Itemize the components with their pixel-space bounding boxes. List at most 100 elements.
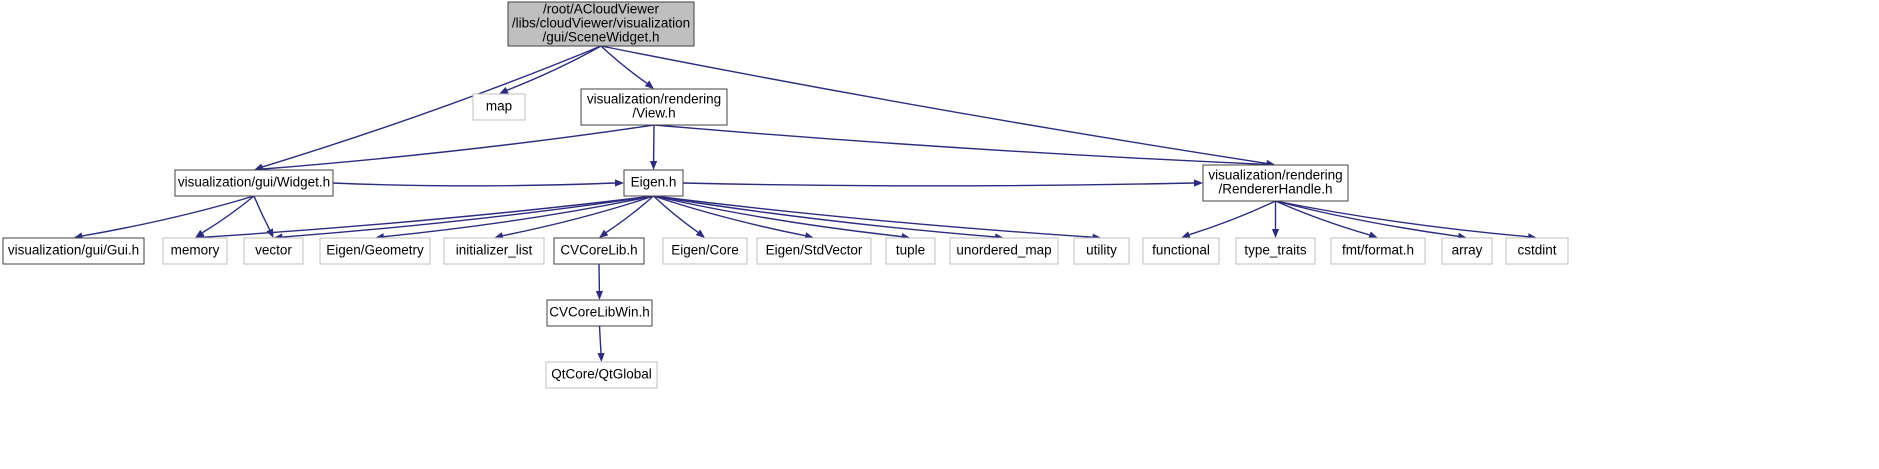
graph-edge	[502, 195, 654, 237]
edge-arrowhead	[595, 290, 603, 300]
graph-edge	[653, 124, 1267, 166]
node-label: Eigen/Core	[671, 243, 739, 258]
node-label: /RendererHandle.h	[1218, 182, 1332, 197]
node-label: vector	[255, 243, 292, 258]
graph-edge	[262, 124, 655, 170]
node-label: Eigen/Geometry	[326, 243, 424, 258]
graph-node-memory[interactable]: memory	[162, 237, 228, 265]
node-box	[1073, 237, 1130, 265]
graph-node-utility[interactable]: utility	[1073, 237, 1130, 265]
graph-edge	[1275, 200, 1459, 237]
node-box	[319, 237, 431, 265]
node-label: utility	[1086, 243, 1117, 258]
node-box	[949, 237, 1059, 265]
graph-node-eigen_geometry[interactable]: Eigen/Geometry	[319, 237, 431, 265]
edge-arrowhead	[597, 352, 605, 362]
node-box	[885, 237, 936, 265]
node-box	[545, 361, 658, 389]
edge-arrowhead	[695, 229, 705, 238]
graph-edge	[600, 45, 648, 84]
graph-node-tuple[interactable]: tuple	[885, 237, 936, 265]
edge-arrowhead	[1271, 229, 1280, 238]
node-label: tuple	[896, 243, 925, 258]
node-label: unordered_map	[956, 243, 1051, 258]
graph-edge	[605, 195, 654, 234]
node-label: Eigen.h	[631, 175, 677, 190]
graph-node-cvcorelib[interactable]: CVCoreLib.h	[553, 237, 645, 265]
edge-arrowhead	[499, 86, 509, 94]
graph-node-type_traits[interactable]: type_traits	[1235, 237, 1316, 265]
graph-node-view[interactable]: visualization/rendering/View.h	[580, 88, 728, 126]
node-box	[2, 237, 145, 265]
graph-node-map[interactable]: map	[472, 93, 526, 121]
graph-node-vector[interactable]: vector	[243, 237, 304, 265]
edge-arrowhead	[599, 229, 609, 238]
node-box	[1330, 237, 1426, 265]
node-label: array	[1452, 243, 1483, 258]
graph-edge	[201, 195, 255, 234]
graph-node-functional[interactable]: functional	[1142, 237, 1220, 265]
graph-edge	[82, 195, 255, 237]
graph-node-eigen_core[interactable]: Eigen/Core	[662, 237, 748, 265]
node-label: visualization/rendering	[1208, 168, 1342, 183]
graph-node-array[interactable]: array	[1441, 237, 1493, 265]
edge-arrowhead	[1194, 179, 1203, 187]
graph-edge	[600, 45, 1267, 165]
graph-edge	[332, 182, 616, 187]
graph-edge	[598, 325, 602, 354]
node-box	[162, 237, 228, 265]
node-box	[553, 237, 645, 265]
graph-node-rendererhandle[interactable]: visualization/rendering/RendererHandle.h	[1202, 164, 1349, 202]
graph-edge	[682, 182, 1195, 187]
graph-edge	[653, 195, 1093, 238]
graph-edge	[653, 195, 806, 237]
node-label: Eigen/StdVector	[766, 243, 863, 258]
node-box	[580, 88, 728, 126]
graph-node-qtglobal[interactable]: QtCore/QtGlobal	[545, 361, 658, 389]
graph-node-cstdint[interactable]: cstdint	[1505, 237, 1569, 265]
node-layer: /root/ACloudViewer/libs/cloudViewer/visu…	[2, 1, 1569, 389]
graph-edge	[506, 45, 602, 91]
graph-node-cvcorelibwin[interactable]: CVCoreLibWin.h	[546, 299, 653, 327]
graph-node-initializer_list[interactable]: initializer_list	[443, 237, 545, 265]
edge-arrowhead	[804, 232, 814, 240]
edge-arrowhead	[644, 80, 654, 89]
node-label: /root/ACloudViewer	[543, 2, 660, 17]
graph-edge	[1275, 200, 1370, 236]
node-box	[243, 237, 304, 265]
node-label: functional	[1152, 243, 1210, 258]
node-label: visualization/gui/Widget.h	[178, 175, 330, 190]
graph-node-fmt_format[interactable]: fmt/format.h	[1330, 237, 1426, 265]
node-label: QtCore/QtGlobal	[551, 367, 652, 382]
node-label: visualization/gui/Gui.h	[8, 243, 139, 258]
node-box	[1441, 237, 1493, 265]
edge-arrowhead	[1368, 231, 1378, 239]
node-box	[756, 237, 872, 265]
graph-edge	[653, 195, 996, 238]
graph-edge	[653, 195, 699, 233]
node-label: initializer_list	[456, 243, 533, 258]
node-label: CVCoreLibWin.h	[549, 305, 650, 320]
graph-edge	[383, 195, 654, 238]
graph-node-unordered_map[interactable]: unordered_map	[949, 237, 1059, 265]
graph-node-eigen_stdvector[interactable]: Eigen/StdVector	[756, 237, 872, 265]
node-box	[546, 299, 653, 327]
edge-layer	[73, 45, 1537, 362]
graph-edge	[282, 195, 654, 238]
node-label: /View.h	[632, 106, 675, 121]
graph-node-eigen[interactable]: Eigen.h	[623, 169, 684, 197]
graph-node-widget[interactable]: visualization/gui/Widget.h	[174, 169, 334, 197]
node-box	[1142, 237, 1220, 265]
node-box	[1505, 237, 1569, 265]
node-box	[1202, 164, 1349, 202]
node-box	[662, 237, 748, 265]
node-box	[1235, 237, 1316, 265]
node-label: type_traits	[1244, 243, 1307, 258]
graph-edge	[1189, 200, 1276, 236]
graph-node-gui[interactable]: visualization/gui/Gui.h	[2, 237, 145, 265]
graph-node-scenewidget[interactable]: /root/ACloudViewer/libs/cloudViewer/visu…	[507, 1, 695, 47]
graph-edge	[1275, 200, 1529, 238]
node-label: cstdint	[1517, 243, 1556, 258]
edge-arrowhead	[1181, 231, 1191, 239]
